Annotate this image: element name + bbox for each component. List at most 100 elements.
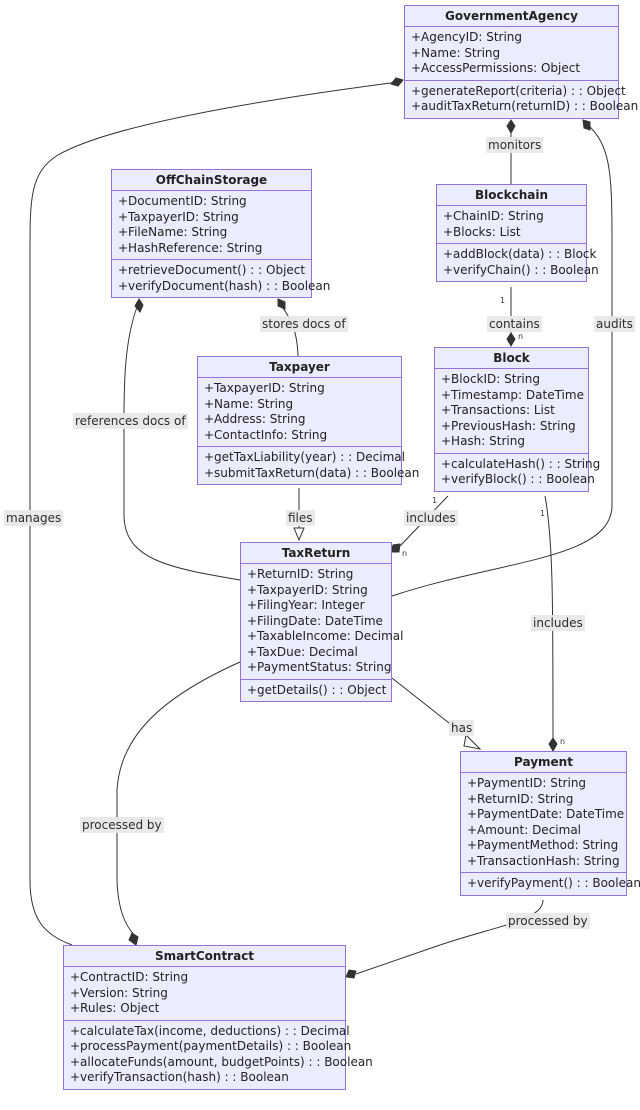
- label-stores-docs-of: stores docs of: [260, 316, 348, 332]
- label-references-docs-of: references docs of: [73, 413, 188, 429]
- attribute: +FileName: String: [118, 225, 228, 239]
- method: +calculateHash() : : String: [441, 456, 601, 471]
- attribute: +TransactionHash: String: [467, 853, 620, 868]
- attribute: +FilingYear: Integer: [247, 598, 365, 612]
- attribute: +Address: String: [204, 412, 306, 426]
- class-tax-return[interactable]: TaxReturn +ReturnID: String +TaxpayerID:…: [240, 542, 404, 702]
- diamond-includes-payment: [548, 737, 558, 753]
- methods-section: +addBlock(data) : : Block +verifyChain()…: [437, 244, 599, 281]
- attribute: +PreviousHash: String: [441, 418, 576, 433]
- mult-includes-payment-to: n: [560, 737, 566, 746]
- attribute: +HashReference: String: [118, 240, 263, 255]
- class-government-agency[interactable]: GovernmentAgency +AgencyID: String +Name…: [404, 5, 639, 119]
- class-name: Payment: [461, 752, 626, 773]
- attribute: +ReturnID: String: [247, 567, 354, 581]
- edge-includes-payment: [544, 495, 554, 741]
- label-includes-payment: includes: [531, 615, 585, 631]
- attribute: +AccessPermissions: Object: [411, 61, 581, 75]
- mult-includes-tax-to: n: [402, 549, 408, 558]
- class-blockchain[interactable]: Blockchain +ChainID: String +Blocks: Lis…: [436, 184, 599, 282]
- class-payment[interactable]: Payment +PaymentID: String +ReturnID: St…: [460, 751, 640, 896]
- diamond-manages: [390, 77, 404, 87]
- class-name: SmartContract: [64, 946, 345, 967]
- label-contains: contains: [487, 316, 542, 332]
- attributes-section: +PaymentID: String +ReturnID: String +Pa…: [461, 773, 626, 873]
- attribute: +ContractID: String: [70, 970, 189, 984]
- attribute: +TaxpayerID: String: [204, 381, 325, 395]
- methods-section: +calculateTax(income, deductions) : : De…: [64, 1021, 373, 1089]
- attribute: +FilingDate: DateTime: [247, 613, 383, 628]
- attributes-section: +ChainID: String +Blocks: List: [437, 206, 586, 244]
- attributes-section: +AgencyID: String +Name: String +AccessP…: [405, 27, 618, 81]
- method: +processPayment(paymentDetails) : : Bool…: [70, 1039, 352, 1053]
- diamond-processed-by-payment: [345, 969, 357, 979]
- method: +retrieveDocument() : : Object: [118, 263, 306, 277]
- method: +verifyChain() : : Boolean: [443, 262, 599, 277]
- method: +submitTaxReturn(data) : : Boolean: [204, 465, 420, 480]
- methods-section: +calculateHash() : : String +verifyBlock…: [435, 454, 601, 491]
- attribute: +Amount: Decimal: [467, 822, 581, 837]
- attribute: +Timestamp: DateTime: [441, 387, 584, 402]
- edge-processed-by-payment: [355, 899, 544, 975]
- diamond-contains: [506, 332, 516, 348]
- class-block[interactable]: Block +BlockID: String +Timestamp: DateT…: [434, 347, 601, 492]
- methods-section: +retrieveDocument() : : Object +verifyDo…: [112, 260, 331, 297]
- edge-manages: [29, 81, 399, 946]
- label-audits: audits: [594, 316, 635, 332]
- method: +getDetails() : : Object: [247, 682, 387, 697]
- edge-processed-by-tax: [116, 661, 241, 937]
- method: +verifyDocument(hash) : : Boolean: [118, 278, 331, 293]
- attributes-section: +ContractID: String +Version: String +Ru…: [64, 967, 345, 1021]
- class-name: GovernmentAgency: [405, 6, 618, 27]
- attribute: +ContactInfo: String: [204, 427, 328, 442]
- attribute: +TaxDue: Decimal: [247, 644, 358, 659]
- class-smart-contract[interactable]: SmartContract +ContractID: String +Versi…: [63, 945, 373, 1090]
- attribute: +TaxpayerID: String: [118, 209, 239, 224]
- method: +calculateTax(income, deductions) : : De…: [70, 1023, 350, 1038]
- label-includes-tax: includes: [404, 510, 458, 526]
- class-taxpayer[interactable]: Taxpayer +TaxpayerID: String +Name: Stri…: [197, 356, 420, 485]
- attribute: +ReturnID: String: [467, 791, 574, 806]
- diamond-includes-tax: [390, 543, 401, 553]
- label-processed-by-tax: processed by: [80, 817, 164, 833]
- method: +verifyTransaction(hash) : : Boolean: [70, 1070, 289, 1084]
- method: +allocateFunds(amount, budgetPoints) : :…: [70, 1054, 373, 1069]
- label-has: has: [449, 720, 475, 736]
- attribute: +Name: String: [411, 45, 501, 60]
- method: +auditTaxReturn(returnID) : : Boolean: [411, 99, 639, 113]
- method: +verifyPayment() : : Boolean: [467, 876, 640, 890]
- diamond-processed-by-tax: [128, 932, 139, 946]
- attribute: +Hash: String: [441, 434, 525, 448]
- edge-references-docs-of: [123, 306, 241, 581]
- label-processed-by-payment: processed by: [506, 913, 590, 929]
- class-off-chain-storage[interactable]: OffChainStorage +DocumentID: String +Tax…: [111, 169, 331, 298]
- attributes-section: +ReturnID: String +TaxpayerID: String +F…: [241, 564, 404, 680]
- attribute: +Blocks: List: [443, 224, 521, 239]
- attribute: +Name: String: [204, 396, 294, 411]
- triangle-files: [293, 527, 305, 542]
- methods-section: +generateReport(criteria) : : Object +au…: [405, 81, 639, 118]
- methods-section: +getDetails() : : Object: [241, 680, 391, 702]
- method: +addBlock(data) : : Block: [443, 247, 597, 261]
- label-manages: manages: [4, 510, 64, 526]
- class-name: Blockchain: [437, 185, 586, 206]
- attribute: +Rules: Object: [70, 1001, 160, 1015]
- class-name: Taxpayer: [198, 357, 401, 378]
- diamond-stores-docs-of: [277, 298, 286, 310]
- attribute: +PaymentMethod: String: [467, 838, 619, 852]
- label-files: files: [286, 510, 315, 526]
- mult-includes-payment-from: 1: [540, 509, 546, 518]
- label-monitors: monitors: [486, 137, 544, 153]
- attribute: +PaymentDate: DateTime: [467, 807, 625, 821]
- methods-section: +getTaxLiability(year) : : Decimal +subm…: [198, 447, 420, 484]
- class-name: Block: [435, 348, 588, 369]
- method: +getTaxLiability(year) : : Decimal: [204, 450, 405, 464]
- attribute: +ChainID: String: [443, 209, 544, 223]
- attributes-section: +BlockID: String +Timestamp: DateTime +T…: [435, 369, 588, 454]
- attribute: +PaymentID: String: [467, 776, 587, 790]
- method: +generateReport(criteria) : : Object: [411, 83, 626, 98]
- attribute: +PaymentStatus: String: [247, 660, 392, 674]
- mult-contains-from: 1: [500, 296, 506, 305]
- attribute: +DocumentID: String: [118, 194, 247, 208]
